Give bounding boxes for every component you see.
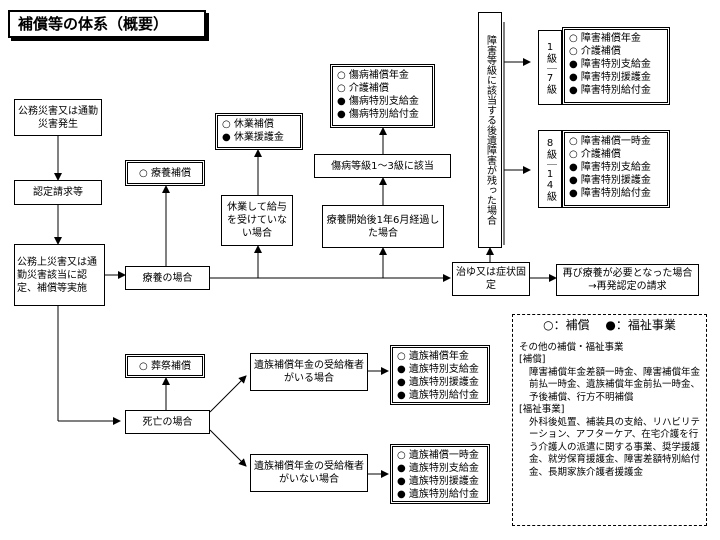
survivor-with-item: ● 遺族特別援護金 [397,377,479,388]
recognition-box: 公務上災害又は通勤災害該当に認定、補償等実施 [14,244,105,306]
survivor-without-items-box: ○ 遺族補償一時金 ● 遺族特別支給金 ● 遺族特別援護金 ● 遺族特別給付金 [390,444,490,504]
grade-low-item: ● 障害特別援護金 [569,175,651,186]
leave-items-box: ○ 休業補償 ● 休業援護金 [215,113,303,150]
survivor-without-item: ● 遺族特別給付金 [397,489,479,500]
disability-remaining-box: 障害等級に該当する後遺障害が残った場合 [478,12,502,248]
leave-condition-box: 休業して給与を受けていない場合 [221,195,293,246]
grade-high-item: ○ 障害補償年金 [569,33,641,44]
grade-low-items-box: ○ 障害補償一時金 ○ 介護補償 ● 障害特別支給金 ● 障害特別援護金 ● 障… [562,130,670,208]
fukushi-heading: [福祉事業] [519,404,565,415]
survivor-with-item: ● 遺族特別給付金 [397,390,479,401]
grade-high-item: ● 障害特別給付金 [569,85,651,96]
survivor-with-box: 遺族補償年金の受給権者がいる場合 [250,353,368,391]
fukushi-text: 外科後処置、補装具の支給、リハビリテーション、アフターケア、在宅介護を行う介護人… [529,416,701,478]
hosho-heading: [補償] [519,354,546,365]
grade-high-items-box: ○ 障害補償年金 ○ 介護補償 ● 障害特別支給金 ● 障害特別援護金 ● 障害… [562,27,670,105]
survivor-with-item: ● 遺族特別支給金 [397,364,479,375]
survivor-with-item: ○ 遺族補償年金 [397,351,469,362]
sick-grade-box: 傷病等級1～3級に該当 [314,154,451,178]
sick-item: ● 傷病特別給付金 [337,109,419,120]
grade-low-item: ● 障害特別給付金 [569,188,651,199]
leave-item: ● 休業援護金 [222,132,284,143]
start-box: 公務災害又は通勤災害発生 [14,99,102,136]
leave-item: ○ 休業補償 [222,119,274,130]
survivor-without-item: ● 遺族特別支給金 [397,463,479,474]
grade-low-item: ● 障害特別支給金 [569,162,651,173]
funeral-box: ○ 葬祭補償 [125,354,205,378]
legend: ○：補償 ●：福祉事業 [543,318,676,332]
medical-benefit-box: ○ 療養補償 [125,160,205,186]
cured-box: 治ゆ又は症状固定 [452,262,530,296]
survivor-without-box: 遺族補償年金の受給権者がいない場合 [250,454,368,492]
medical-case-box: 療養の場合 [125,266,210,290]
sick-item: ○ 傷病補償年金 [337,70,409,81]
survivor-with-items-box: ○ 遺族補償年金 ● 遺族特別支給金 ● 遺族特別援護金 ● 遺族特別給付金 [390,345,490,405]
survivor-without-item: ○ 遺族補償一時金 [397,450,479,461]
grade-high-item: ● 障害特別援護金 [569,72,651,83]
grade-low-label: 8級｜14級 [538,130,562,208]
page-title: 補償等の体系（概要） [8,10,206,38]
other-benefits-panel: ○：補償 ●：福祉事業 その他の補償・福祉事業 [補償] 障害補償年金差額一時金… [512,314,707,526]
recurrence-box: 再び療養が必要となった場合 →再発認定の請求 [556,264,699,296]
sick-items-box: ○ 傷病補償年金 ○ 介護補償 ● 傷病特別支給金 ● 傷病特別給付金 [330,64,435,128]
grade-high-item: ● 障害特別支給金 [569,59,651,70]
grade-low-item: ○ 介護補償 [569,149,621,160]
claim-box: 認定請求等 [14,180,102,205]
sick-item: ○ 介護補償 [337,83,389,94]
longterm-condition-box: 療養開始後1年6月経過した場合 [322,205,444,248]
hosho-text: 障害補償年金差額一時金、障害補償年金前払一時金、遺族補償年金前払一時金、予後補償… [529,366,701,403]
grade-high-label: 1級｜7級 [538,30,562,105]
other-heading: その他の補償・福祉事業 [519,341,624,353]
sick-item: ● 傷病特別支給金 [337,96,419,107]
death-case-box: 死亡の場合 [125,410,210,434]
survivor-without-item: ● 遺族特別援護金 [397,476,479,487]
grade-high-item: ○ 介護補償 [569,46,621,57]
grade-low-item: ○ 障害補償一時金 [569,136,651,147]
